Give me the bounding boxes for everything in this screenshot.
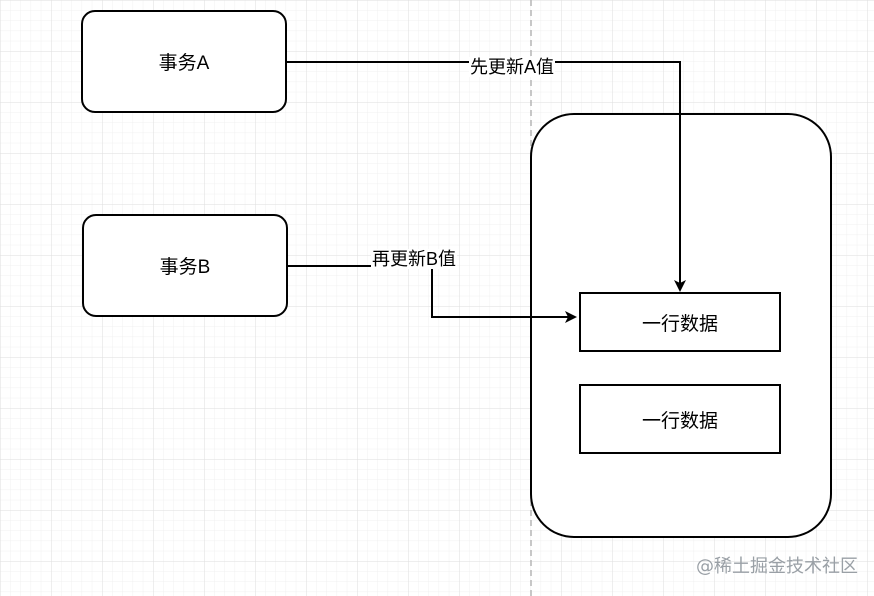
transaction-b-node[interactable]: 事务B <box>82 214 288 317</box>
transaction-b-label: 事务B <box>159 257 211 278</box>
row-2-node[interactable]: 一行数据 <box>579 384 781 454</box>
edge-b-label: 再更新B值 <box>371 249 458 269</box>
edge-a-label: 先更新A值 <box>469 57 556 77</box>
row-1-label: 一行数据 <box>641 313 718 335</box>
edge-b-to-row <box>288 265 577 323</box>
row-1-node[interactable]: 一行数据 <box>579 292 781 352</box>
transaction-a-node[interactable]: 事务A <box>81 10 287 113</box>
row-2-label: 一行数据 <box>641 410 718 432</box>
edge-a-to-row <box>287 61 686 292</box>
transaction-a-label: 事务A <box>158 53 210 74</box>
watermark-text: @稀土掘金技术社区 <box>696 556 858 577</box>
